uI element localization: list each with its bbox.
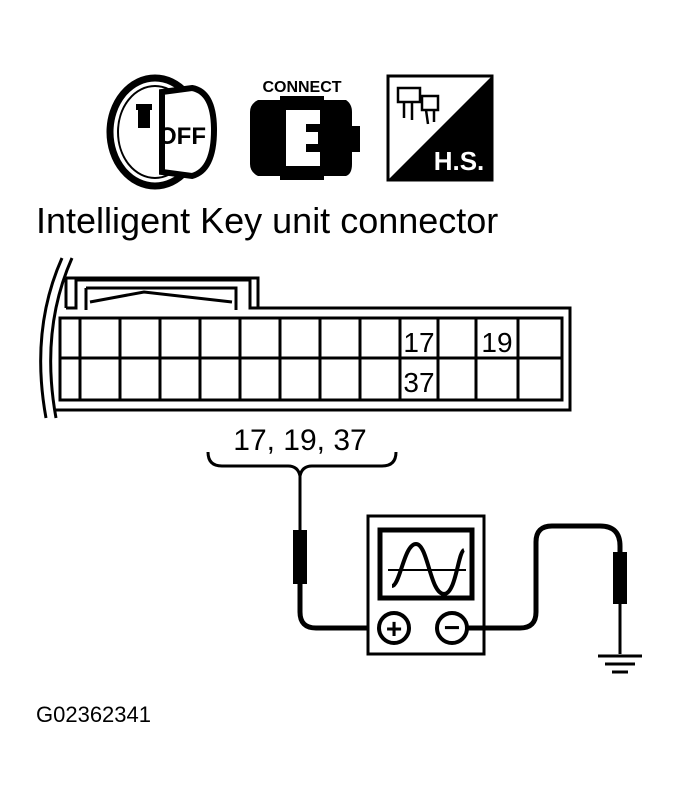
connector-connect-icon: CONNECT xyxy=(250,79,360,180)
negative-symbol: − xyxy=(444,612,460,643)
harness-side-icon: H.S. xyxy=(386,74,494,182)
connector-face: 17 19 37 xyxy=(39,257,572,419)
positive-terminal xyxy=(377,611,411,645)
ignition-key-off-icon: OFF xyxy=(106,74,218,190)
page-title: Intelligent Key unit connector xyxy=(36,200,498,241)
positive-probe xyxy=(293,476,372,631)
figure-code: G02362341 xyxy=(36,702,151,727)
pin-37-label: 37 xyxy=(403,367,434,398)
oscilloscope-icon: + − xyxy=(366,514,486,656)
negative-probe xyxy=(467,523,627,654)
connect-label: CONNECT xyxy=(262,79,341,96)
pin-19-label: 19 xyxy=(481,327,512,358)
pin-17-label: 17 xyxy=(403,327,434,358)
positive-symbol: + xyxy=(386,613,402,644)
harness-label: H.S. xyxy=(434,146,485,176)
test-pins-label: 17, 19, 37 xyxy=(233,424,366,457)
ground-icon xyxy=(598,654,642,674)
ignition-label: OFF xyxy=(158,123,206,150)
